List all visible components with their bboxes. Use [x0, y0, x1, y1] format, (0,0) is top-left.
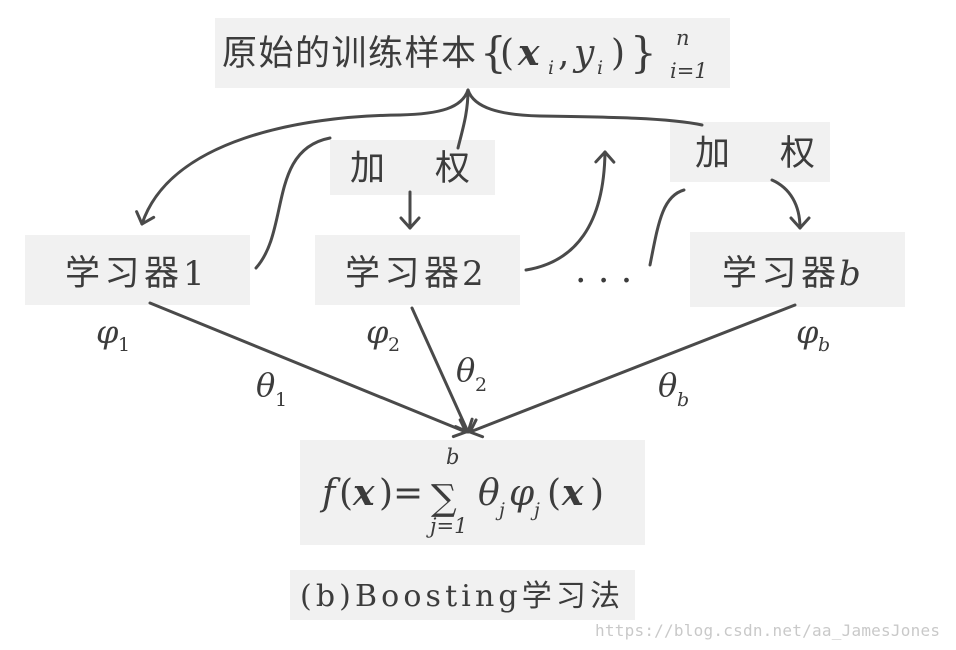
weighting2-to-learnerb-arrow	[770, 178, 811, 230]
formula-theta: θ	[478, 473, 500, 514]
learner-b-weight-sub: b	[677, 389, 689, 411]
formula-sum-upper: b	[446, 445, 459, 469]
flow-arrows	[135, 88, 811, 439]
source-sub: i=1	[670, 59, 708, 83]
patch-learner-b	[690, 232, 905, 307]
formula-arg-close: )	[590, 473, 604, 514]
source-paren-close: )	[611, 33, 625, 74]
patch-learner-1	[25, 235, 250, 305]
ellipsis-to-weighting2-curve	[648, 188, 686, 267]
patch-weighting-1	[330, 140, 495, 195]
formula-phi-sub: j	[530, 499, 540, 521]
learner1-to-weighting-curve	[254, 136, 332, 270]
learner-1-output-sub: 1	[118, 334, 130, 356]
learner-1-weight-sub: 1	[275, 389, 287, 411]
watermark: https://blog.csdn.net/aa_JamesJones	[595, 621, 940, 640]
learner-2-output: φ	[366, 313, 389, 351]
source-x-sub: i	[548, 57, 554, 79]
source-brace-close: }	[630, 28, 657, 77]
learner-b: 学习器 b φ b θ b	[658, 254, 861, 411]
formula-arg-open: (	[547, 473, 561, 514]
ensemble-formula: f ( x )= ∑ b j=1 θ j φ j ( x )	[319, 445, 604, 538]
formula-close-eq: )=	[379, 473, 423, 514]
ellipsis: . . .	[575, 250, 632, 291]
source-samples: 原始的训练样本 { ( x i , y i ) } n i=1	[222, 26, 708, 83]
source-comma: ,	[558, 33, 569, 74]
learner-b-label: 学习器	[722, 254, 836, 294]
patch-source	[215, 18, 730, 88]
learner-2-label: 学习器	[345, 254, 459, 294]
learner1-to-sum-arrow	[148, 301, 468, 439]
source-x: x	[517, 32, 540, 74]
learner-1-index: 1	[183, 254, 205, 294]
source-brace-open: {	[480, 28, 507, 77]
learner2-up-arrow	[524, 150, 616, 272]
formula-var: x	[352, 472, 375, 514]
learner-2-output-sub: 2	[388, 334, 400, 356]
background-patches	[25, 18, 905, 620]
learner-1: 学习器 1 φ 1 θ 1	[65, 254, 287, 411]
patch-formula	[300, 440, 645, 545]
formula-theta-sub: j	[495, 499, 505, 521]
learner-b-output-sub: b	[818, 334, 830, 356]
learner-b-output: φ	[796, 313, 819, 351]
learner-2-weight-sub: 2	[475, 374, 487, 396]
formula-arg-var: x	[561, 472, 584, 514]
weighting-label-1: 加 权	[350, 149, 470, 189]
source-y-sub: i	[597, 57, 603, 79]
weighting-label-2: 加 权	[695, 134, 815, 174]
patch-weighting-2	[670, 122, 830, 182]
learner-1-output: φ	[96, 313, 119, 351]
formula-sum: ∑	[431, 478, 457, 519]
learner-b-index: b	[839, 254, 861, 294]
source-y: y	[572, 33, 595, 74]
learner-1-weight: θ	[256, 366, 275, 404]
learnerb-to-sum-arrow	[468, 303, 797, 439]
brace-left-arm-arrow	[135, 88, 470, 226]
learner-b-weight: θ	[658, 366, 677, 404]
learner2-to-sum-arrow	[410, 306, 474, 434]
formula-sum-lower: j=1	[426, 514, 467, 538]
brace-right-arm	[466, 88, 704, 127]
patch-caption	[290, 570, 635, 620]
learner-2-weight: θ	[456, 351, 475, 389]
source-paren-open: (	[500, 33, 514, 74]
learner-2: 学习器 2 φ 2 θ 2	[345, 254, 487, 396]
source-sup: n	[676, 26, 690, 50]
formula-open: (	[339, 473, 353, 514]
learner-1-label: 学习器	[65, 254, 179, 294]
source-label: 原始的训练样本	[222, 34, 476, 74]
brace-center-stem	[456, 88, 470, 150]
patch-learner-2	[315, 235, 520, 305]
learner-2-index: 2	[462, 254, 484, 294]
formula-phi: φ	[509, 473, 535, 514]
